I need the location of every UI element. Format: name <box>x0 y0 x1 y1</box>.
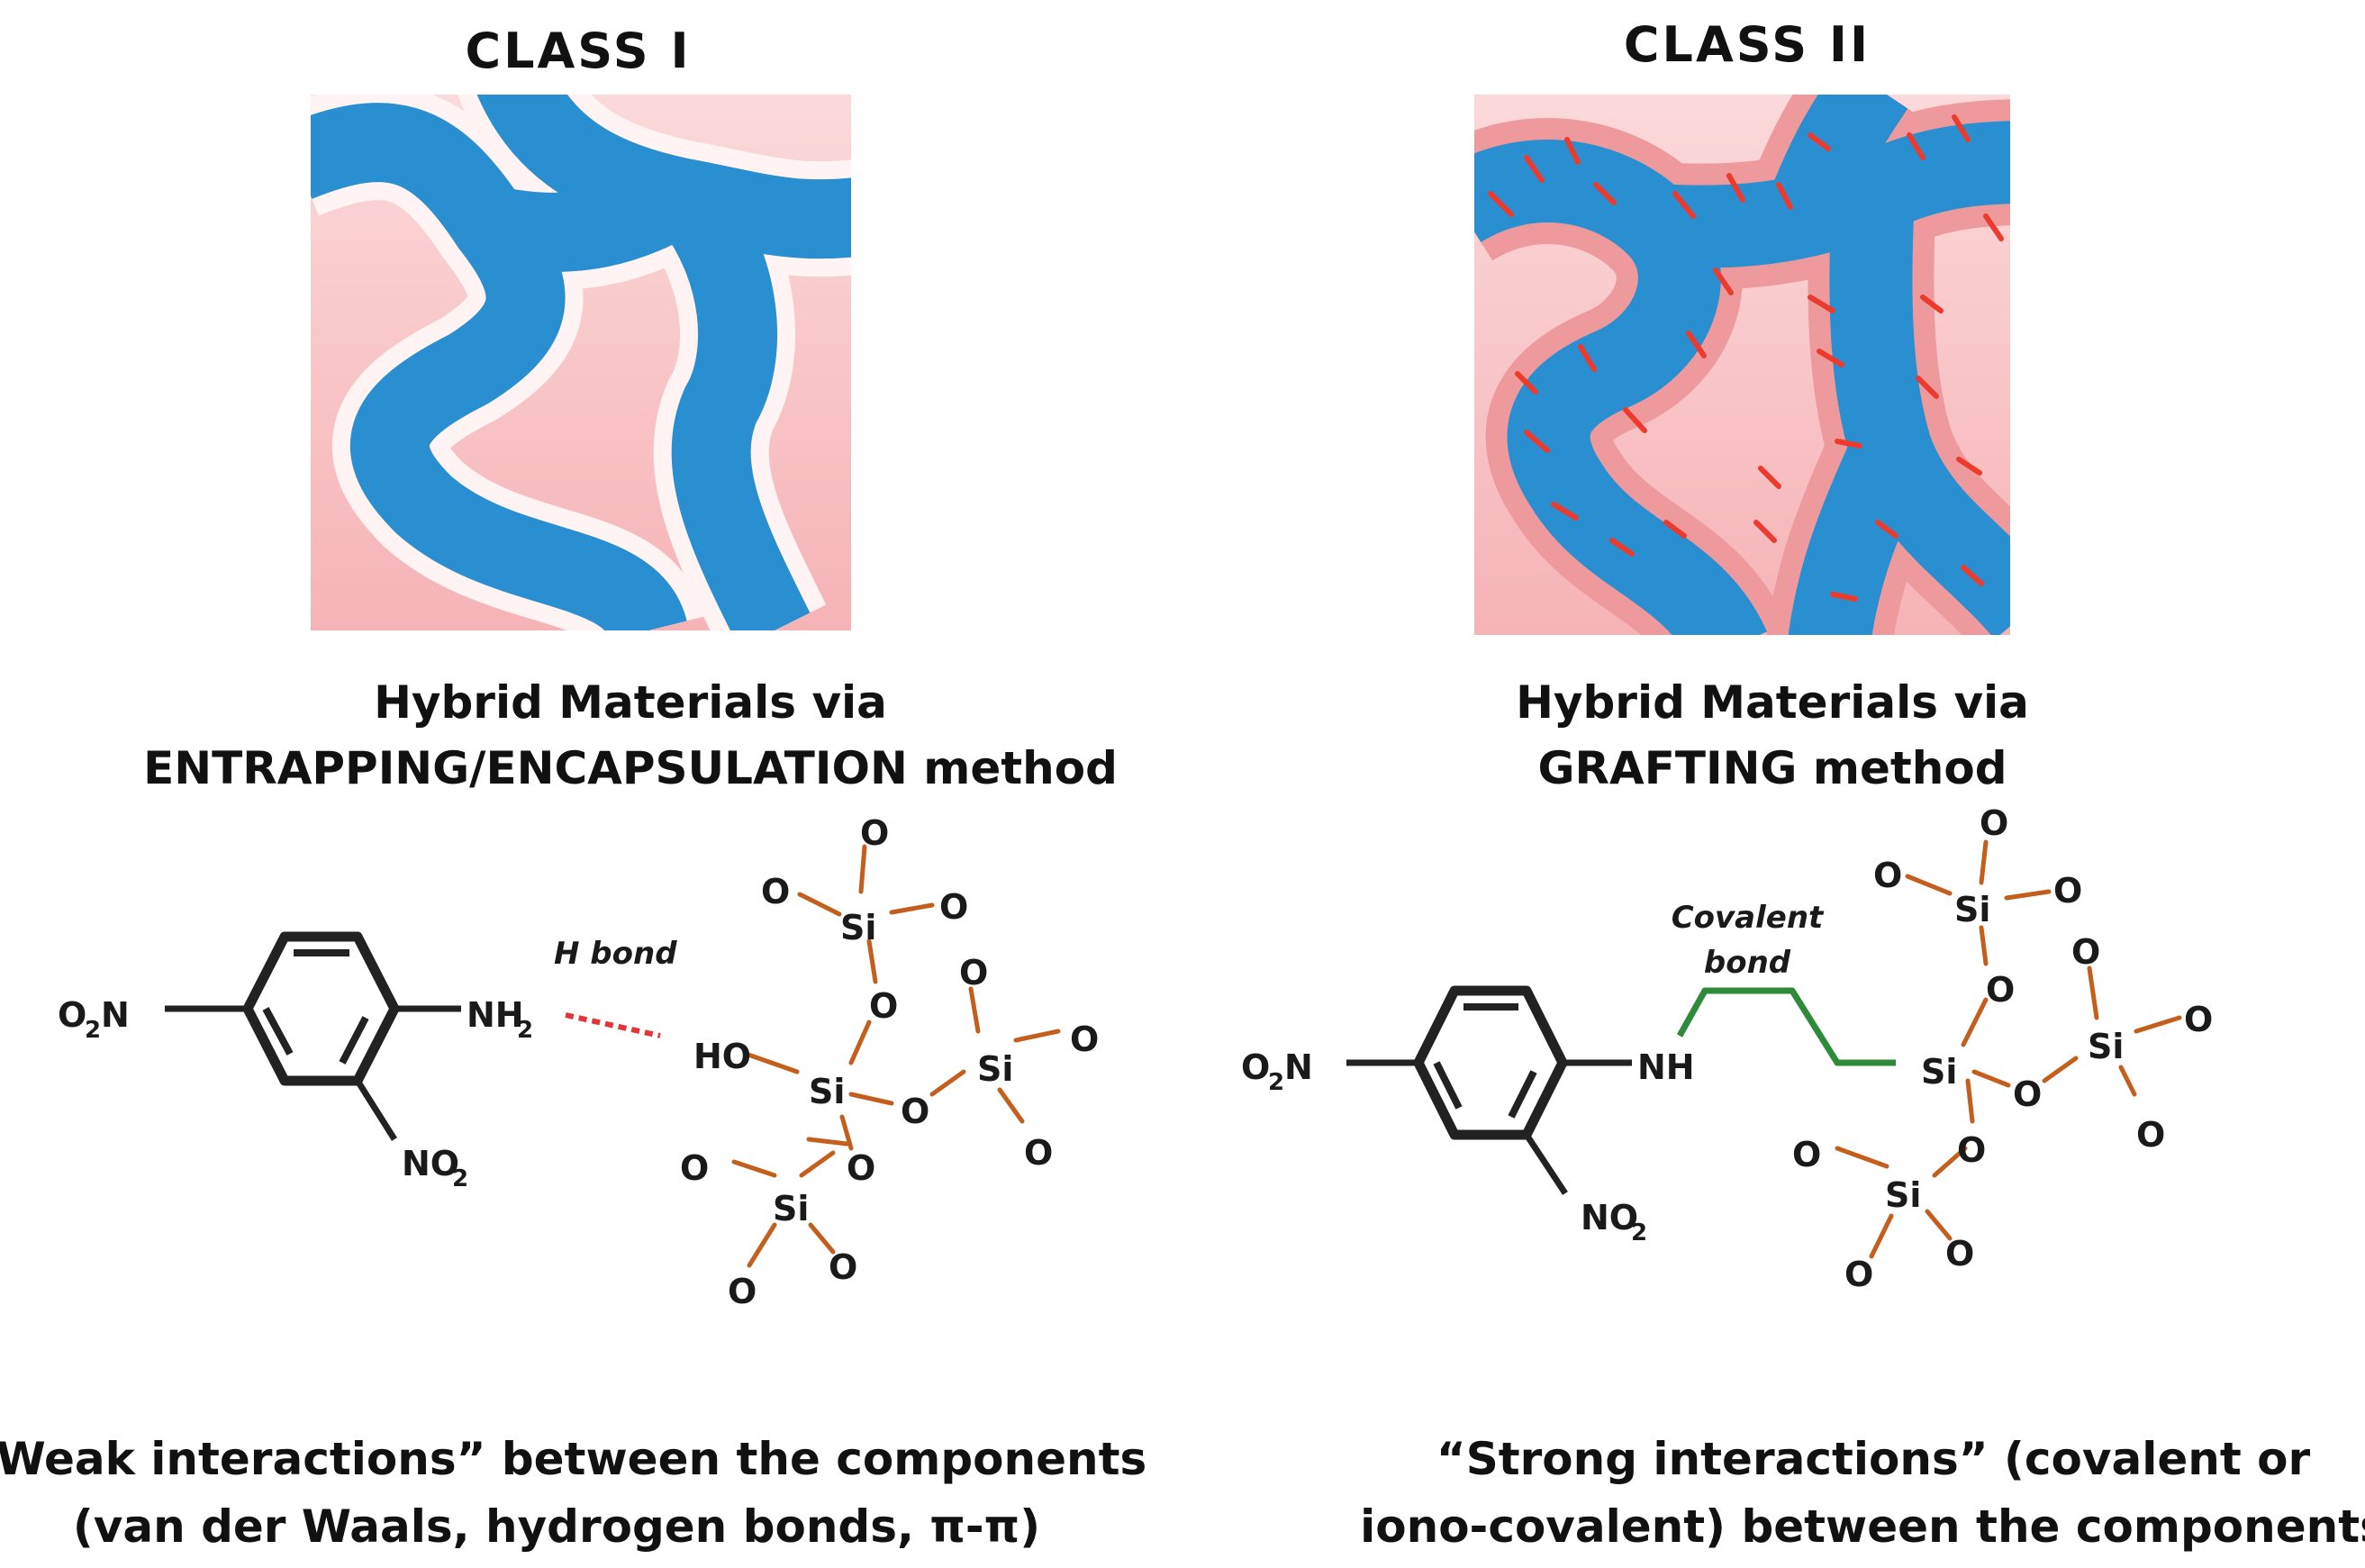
class2-amine: NH <box>1637 1047 1695 1087</box>
class2-grafted-network <box>1474 95 2010 635</box>
class1-title: CLASS I <box>465 23 691 79</box>
class1-o-7: O <box>1070 1020 1099 1059</box>
class2-si-2: Si <box>1921 1052 1957 1092</box>
class1-si-1: Si <box>840 908 876 947</box>
class1-no2: NO <box>402 1144 459 1183</box>
class2-si-1: Si <box>1954 890 1990 929</box>
class1-description-line1: “Weak interactions” between the componen… <box>0 1433 1146 1485</box>
class1-o-9: O <box>847 1148 875 1188</box>
class2-si-4: Si <box>1885 1175 1921 1215</box>
class1-si-3: Si <box>977 1049 1013 1089</box>
class1-o-8: O <box>1024 1133 1053 1173</box>
class1-amine: NH <box>467 995 524 1035</box>
class1-o-1: O <box>860 813 889 853</box>
class1-o-2: O <box>761 872 790 911</box>
class1-hydroxyl: HO <box>693 1037 751 1076</box>
class1-o-3: O <box>939 887 968 927</box>
class1-amine-sub: 2 <box>517 1017 533 1044</box>
class2-o-9: O <box>1957 1130 1986 1170</box>
class2-o2n-n: N <box>1284 1047 1313 1087</box>
class2-description-line2: iono-covalent) between the components <box>1360 1500 2365 1553</box>
class2-o2n-sub: 2 <box>1268 1069 1284 1096</box>
class1-caption-line2: ENTRAPPING/ENCAPSULATION method <box>143 742 1118 794</box>
class2-o2n-o: O <box>1241 1047 1270 1087</box>
class2-o-6: O <box>2071 932 2100 972</box>
class2-o-1: O <box>1980 803 2008 843</box>
class1-o-6: O <box>901 1092 929 1131</box>
class1-si-4: Si <box>773 1189 809 1228</box>
class2-o-4: O <box>1986 970 2015 1010</box>
class2-o-3: O <box>2053 871 2082 911</box>
class1-caption-line1: Hybrid Materials via <box>374 676 887 729</box>
class2-o-11: O <box>1945 1234 1974 1273</box>
class1-molecule: O 2 N NH 2 NO 2 H bond O O Si O O O HO S <box>58 813 1099 1311</box>
class1-no2-sub: 2 <box>452 1165 468 1192</box>
class1-o2n-sub: 2 <box>85 1017 101 1044</box>
class2-covalent-linker <box>1676 987 1896 1066</box>
class1-o-11: O <box>829 1247 857 1287</box>
class1-o2n-n: N <box>101 995 130 1035</box>
class2-bond-label-line2: bond <box>1704 945 1791 981</box>
class2-no2-sub: 2 <box>1631 1219 1647 1246</box>
class2-o-5: O <box>2013 1074 2042 1114</box>
class2-title: CLASS II <box>1624 16 1871 73</box>
class2-o-8: O <box>2136 1115 2165 1155</box>
class2-bond-label-line1: Covalent <box>1672 900 1825 936</box>
class2-o-12: O <box>1844 1255 1873 1294</box>
class2-si-3: Si <box>2088 1027 2124 1066</box>
class1-o2n-o: O <box>58 995 86 1035</box>
class1-entrapped-network <box>311 95 851 630</box>
class1-h-bond-label: H bond <box>554 936 677 972</box>
class2-caption-line2: GRAFTING method <box>1537 742 2007 794</box>
class2-description-line1: “Strong interactions” (covalent or <box>1436 1433 2311 1485</box>
class2-molecule: O 2 N NH NO 2 Covalent bond O O Si O O S… <box>1241 803 2213 1294</box>
class2-no2: NO <box>1581 1198 1638 1237</box>
class1-h-bond-line <box>565 1012 661 1038</box>
class1-o-10: O <box>680 1148 709 1188</box>
class2-caption-line1: Hybrid Materials via <box>1516 676 2029 729</box>
class1-description-line2: (van der Waals, hydrogen bonds, π-π) <box>73 1500 1040 1553</box>
class2-o-7: O <box>2184 1000 2213 1039</box>
class1-o-5: O <box>959 953 988 992</box>
class1-o-4: O <box>869 986 898 1026</box>
class1-si-2: Si <box>809 1072 845 1111</box>
class1-o-12: O <box>728 1272 757 1311</box>
class2-o-2: O <box>1873 856 1902 895</box>
class2-o-10: O <box>1792 1135 1821 1174</box>
